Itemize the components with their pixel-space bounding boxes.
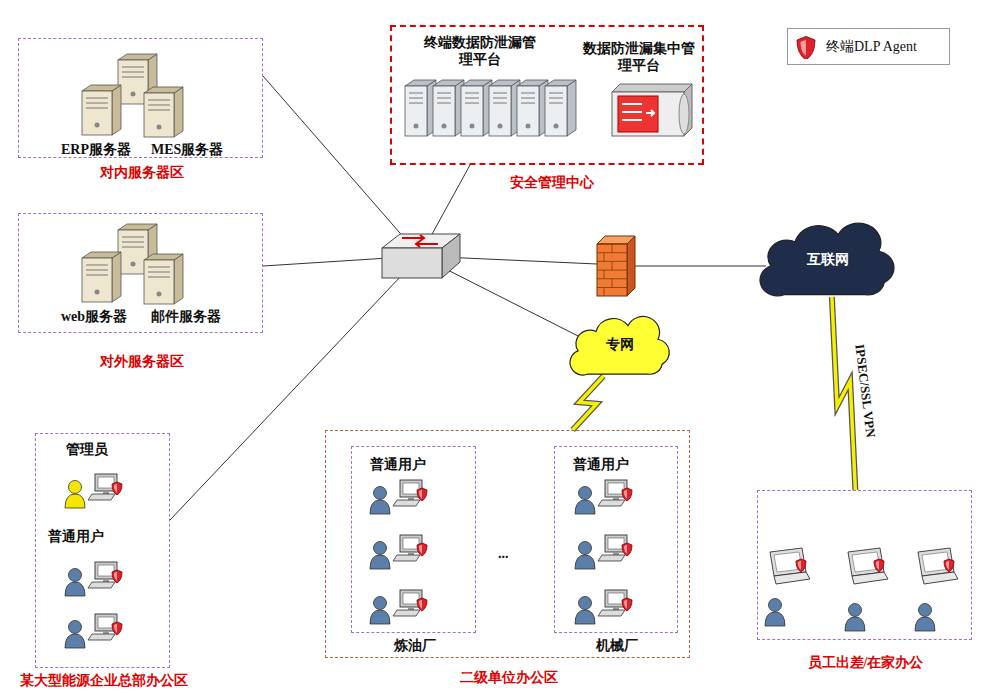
legend-swatch xyxy=(794,35,820,59)
node-text: 普通用户 xyxy=(370,457,460,474)
zone-label: 某大型能源企业总部办公区 xyxy=(6,673,201,690)
dlp-shield-icon xyxy=(417,543,427,556)
link-label: IPSEC/SSL VPN xyxy=(852,341,880,440)
office-zone: 管理员普通用户某大型能源企业总部办公区 xyxy=(35,433,170,668)
laptop-icon xyxy=(770,548,810,584)
user-icon xyxy=(370,542,390,570)
server-icon xyxy=(517,80,548,136)
user-icon xyxy=(65,481,85,509)
node-text: 员工出差/在家办公 xyxy=(758,655,973,672)
node-text: 专网 xyxy=(570,337,670,354)
plant-zone: 普通用户炼油厂 xyxy=(351,446,476,633)
lightning-link xyxy=(832,297,855,490)
server-icon xyxy=(461,80,492,136)
link-outline xyxy=(832,297,855,490)
network-wire xyxy=(633,266,766,267)
node-text: 终端数据防泄漏管理平台 xyxy=(417,35,542,69)
server-icon xyxy=(144,87,183,137)
node-text: 普通用户 xyxy=(573,457,663,474)
node-text: 邮件服务器 xyxy=(151,309,251,326)
server-icon xyxy=(489,80,520,136)
security-center: 终端数据防泄漏管理平台数据防泄漏集中管理平台安全管理中心 xyxy=(390,25,704,165)
link-outline xyxy=(573,376,604,430)
node-text: 二级单位办公区 xyxy=(326,670,691,687)
node-text: 数据防泄漏集中管理平台 xyxy=(580,41,698,75)
zone-label: 对内服务器区 xyxy=(19,165,264,182)
plant-zone: 普通用户机械厂 xyxy=(554,446,678,633)
zone-label: 安全管理中心 xyxy=(487,175,617,192)
legend-item: 终端DLP Agent xyxy=(788,29,949,64)
remote-zone: 员工出差/在家办公 xyxy=(757,490,972,640)
office-zone: 普通用户炼油厂普通用户机械厂二级单位办公区 xyxy=(325,430,690,658)
zone-label: 对外服务器区 xyxy=(19,354,264,371)
dlp-shield-icon xyxy=(944,559,954,572)
server-zone: web服务器邮件服务器对外服务器区 xyxy=(18,213,263,333)
node-text: web服务器 xyxy=(61,309,151,326)
node-text: 普通用户 xyxy=(48,529,138,546)
dlp-shield-icon xyxy=(874,559,884,572)
laptop-icon xyxy=(848,548,888,584)
ellipsis-label: ... xyxy=(498,546,509,562)
link-fill xyxy=(573,376,604,430)
node-text: ERP服务器 xyxy=(61,142,151,159)
zone-label: 炼油厂 xyxy=(352,638,477,655)
dlp-shield-icon xyxy=(112,570,122,583)
network-wires xyxy=(170,76,766,520)
dlp-shield-icon xyxy=(112,482,122,495)
dlp-shield-icon xyxy=(622,543,632,556)
server-icon xyxy=(545,80,576,136)
link-fill xyxy=(832,297,855,490)
network-wire xyxy=(263,76,420,256)
dlp-shield-icon xyxy=(417,488,427,501)
user-icon xyxy=(370,487,390,515)
dlp-appliance-icon xyxy=(612,84,692,136)
dlp-shield-icon xyxy=(417,598,427,611)
node-text: MES服务器 xyxy=(151,142,251,159)
user-icon xyxy=(370,597,390,625)
laptop-icon xyxy=(918,548,958,584)
zone-label: 机械厂 xyxy=(555,638,679,655)
dlp-shield-icon xyxy=(797,36,815,59)
server-icon xyxy=(405,80,436,136)
node-text: 互联网 xyxy=(760,252,895,269)
user-icon xyxy=(575,597,595,625)
dlp-shield-icon xyxy=(112,622,122,635)
network-wire xyxy=(170,256,420,520)
dlp-shield-icon xyxy=(622,488,632,501)
server-icon xyxy=(144,254,183,304)
user-icon xyxy=(575,487,595,515)
node-text: 管理员 xyxy=(66,442,136,459)
private-network-cloud: 专网 xyxy=(570,318,670,376)
server-icon xyxy=(433,80,464,136)
user-icon xyxy=(65,621,85,649)
lightning-link xyxy=(573,376,604,430)
firewall-icon xyxy=(597,236,635,296)
user-icon xyxy=(765,599,785,627)
dlp-shield-icon xyxy=(622,598,632,611)
switch-icon xyxy=(382,234,460,278)
dlp-shield-icon xyxy=(796,559,806,572)
user-icon xyxy=(915,604,935,632)
internet-cloud: 互联网 xyxy=(760,225,895,297)
user-icon xyxy=(845,604,865,632)
legend-text: 终端DLP Agent xyxy=(826,38,917,56)
user-icon xyxy=(575,542,595,570)
server-zone: ERP服务器MES服务器对内服务器区 xyxy=(18,38,263,158)
server-icon xyxy=(82,252,121,302)
user-icon xyxy=(65,569,85,597)
legend-box: 终端DLP Agent xyxy=(787,28,950,65)
server-icon xyxy=(82,85,121,135)
